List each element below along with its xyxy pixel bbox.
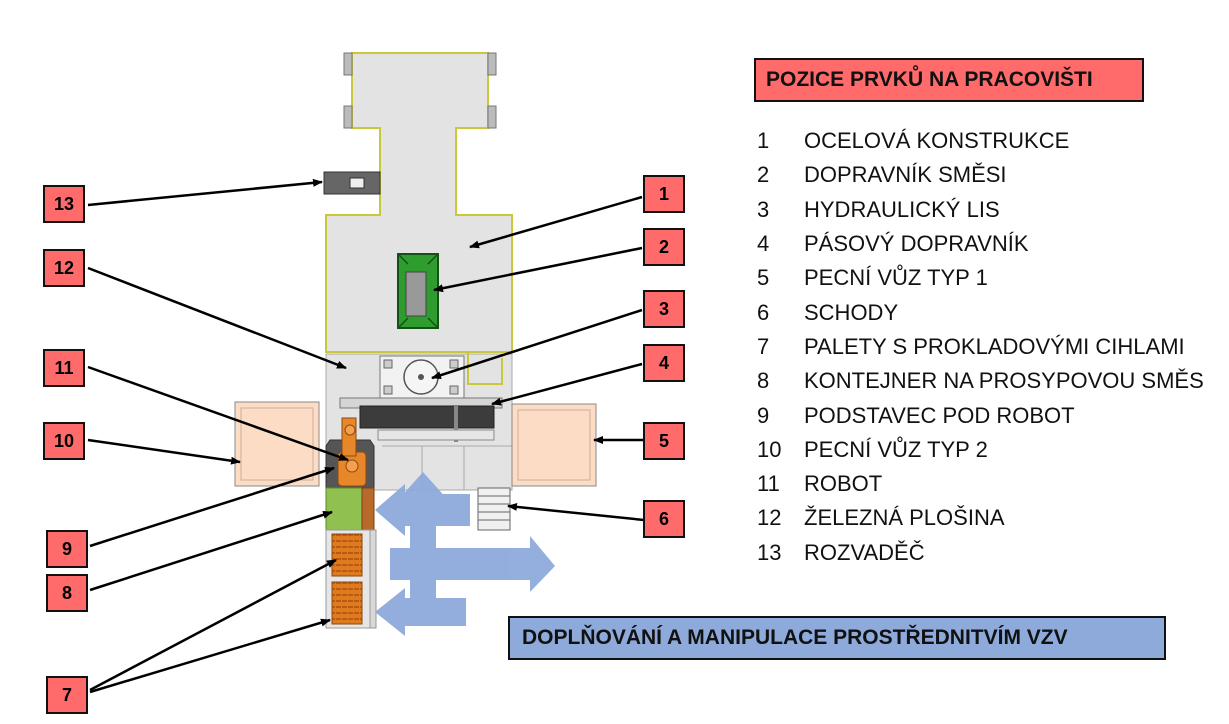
legend-list: 1 OCELOVÁ KONSTRUKCE 2 DOPRAVNÍK SMĚSI 3 HY…: [757, 124, 1227, 570]
mix-conveyor: [397, 253, 439, 329]
leader-3: [431, 308, 643, 380]
arrow-up: [398, 472, 448, 600]
forklift-handling-label: DOPLŇOVÁNÍ A MANIPULACE PROSTŘEDNITVÍM V…: [508, 616, 1166, 660]
legend-label: ROBOT: [804, 471, 883, 497]
stairs: [477, 487, 511, 531]
callout-3: 3: [643, 290, 685, 328]
arrow-right: [390, 536, 555, 592]
legend-item: 4 PÁSOVÝ DOPRAVNÍK: [757, 227, 1227, 261]
legend-number: 5: [757, 265, 770, 291]
pallets: [325, 529, 377, 629]
callout-11: 11: [43, 349, 85, 387]
callout-12: 12: [43, 249, 85, 287]
legend-number: 4: [757, 231, 770, 257]
callout-9: 9: [46, 530, 88, 568]
kiln-car-type-1: [511, 403, 597, 487]
leader-7b: [89, 618, 331, 694]
leader-2: [433, 246, 643, 293]
legend-label: PÁSOVÝ DOPRAVNÍK: [804, 231, 1029, 257]
callout-4: 4: [643, 344, 685, 382]
switchboard: [323, 171, 381, 195]
legend-label: PALETY S PROKLADOVÝMI CIHLAMI: [804, 333, 1185, 359]
belt-conveyor: [339, 397, 503, 442]
arrow-left-top: [375, 484, 470, 536]
legend-title: POZICE PRVKŮ NA PRACOVIŠTI: [754, 58, 1144, 102]
leader-lines: [87, 178, 656, 694]
hydraulic-press: [379, 355, 465, 399]
callout-8: 8: [46, 574, 88, 612]
callout-6: 6: [643, 500, 685, 538]
leader-11: [87, 365, 349, 462]
legend-label: PECNÍ VŮZ TYP 1: [804, 265, 988, 291]
legend-number: 7: [757, 333, 770, 359]
legend-number: 11: [757, 471, 780, 497]
legend-number: 6: [757, 299, 770, 325]
legend-number: 1: [757, 128, 770, 154]
legend-label: PECNÍ VŮZ TYP 2: [804, 436, 988, 462]
leader-12: [87, 266, 347, 370]
legend-item: 6 SCHODY: [757, 295, 1227, 329]
leader-7a: [89, 558, 337, 692]
legend-label: SCHODY: [804, 299, 899, 325]
legend-number: 9: [757, 402, 770, 428]
legend-item: 2 DOPRAVNÍK SMĚSI: [757, 158, 1227, 192]
legend-label: PODSTAVEC POD ROBOT: [804, 402, 1075, 428]
callout-7: 7: [46, 676, 88, 714]
leader-6: [507, 502, 645, 522]
legend-number: 2: [757, 162, 770, 188]
callout-1: 1: [643, 175, 685, 213]
legend-item: 1 OCELOVÁ KONSTRUKCE: [757, 124, 1227, 158]
leader-1: [469, 195, 643, 249]
leader-13: [87, 178, 323, 207]
container-base: [325, 487, 375, 531]
callout-13: 13: [43, 185, 85, 223]
legend-item: 9 PODSTAVEC POD ROBOT: [757, 398, 1227, 432]
legend-item: 3 HYDRAULICKÝ LIS: [757, 193, 1227, 227]
legend-label: ROZVADĚČ: [804, 539, 925, 565]
legend-number: 8: [757, 368, 770, 394]
legend-item: 8 KONTEJNER NA PROSYPOVOU SMĚS: [757, 364, 1227, 398]
legend-label: OCELOVÁ KONSTRUKCE: [804, 128, 1070, 154]
legend-item: 11 ROBOT: [757, 467, 1227, 501]
callout-10: 10: [43, 422, 85, 460]
legend-item: 5 PECNÍ VŮZ TYP 1: [757, 261, 1227, 295]
legend-label: KONTEJNER NA PROSYPOVOU SMĚS: [804, 368, 1204, 394]
leader-4: [491, 362, 643, 406]
legend-item: 7 PALETY S PROKLADOVÝMI CIHLAMI: [757, 330, 1227, 364]
legend-label: HYDRAULICKÝ LIS: [804, 196, 1000, 222]
leader-9: [89, 466, 335, 548]
legend-label: ŽELEZNÁ PLOŠINA: [804, 505, 1005, 531]
leader-10: [87, 438, 241, 465]
legend-number: 12: [757, 505, 782, 531]
legend-label: DOPRAVNÍK SMĚSI: [804, 162, 1007, 188]
legend-item: 13 ROZVADĚČ: [757, 536, 1227, 570]
arrow-left-bottom: [375, 588, 466, 636]
legend-number: 13: [757, 539, 782, 565]
legend-number: 10: [757, 436, 782, 462]
legend-item: 12 ŽELEZNÁ PLOŠINA: [757, 501, 1227, 535]
leader-8: [89, 510, 333, 592]
forklift-arrows: [375, 472, 555, 636]
callout-2: 2: [643, 228, 685, 266]
callout-5: 5: [643, 422, 685, 460]
legend-number: 3: [757, 196, 770, 222]
legend-item: 10 PECNÍ VŮZ TYP 2: [757, 433, 1227, 467]
